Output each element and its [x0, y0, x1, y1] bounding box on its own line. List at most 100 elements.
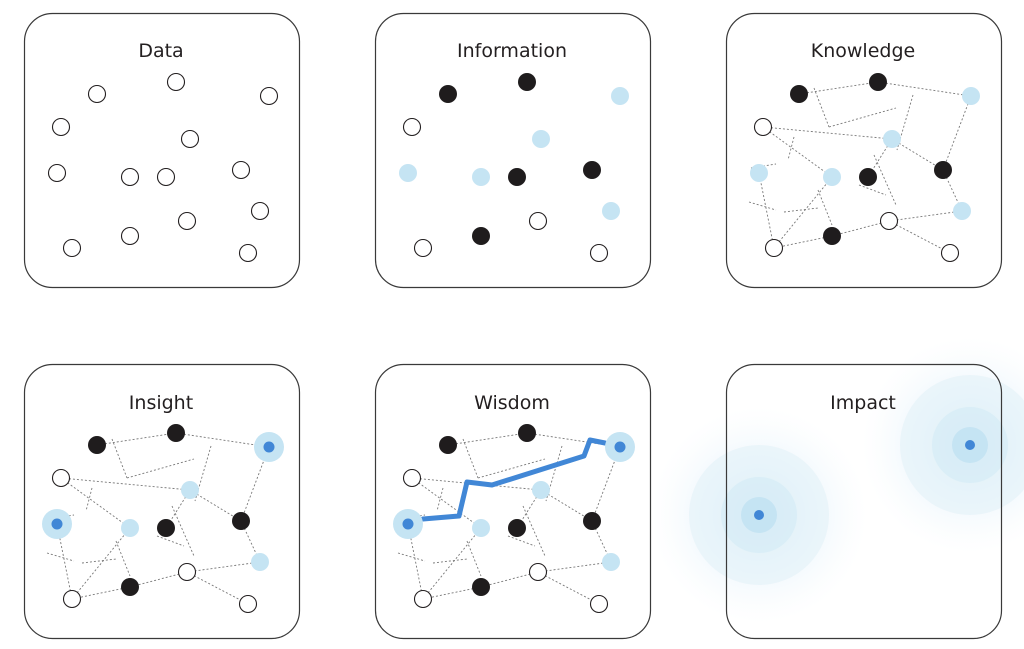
panel-impact [651, 337, 1024, 640]
connection-line [96, 432, 177, 446]
node-black [583, 512, 601, 530]
connection-line [817, 189, 833, 226]
impact-point [754, 510, 764, 520]
node-empty [51, 117, 71, 137]
connection-line [194, 445, 212, 502]
connection-line [783, 207, 819, 213]
node-black [439, 436, 457, 454]
node-highlight [51, 518, 63, 530]
node-empty [120, 226, 140, 246]
connection-line [422, 527, 482, 600]
node-empty [238, 243, 258, 263]
node-empty [250, 201, 270, 221]
node-black [157, 519, 175, 537]
panel-title-knowledge: Knowledge [811, 40, 915, 62]
node-black [823, 227, 841, 245]
connection-line [466, 540, 482, 577]
node-light-blue [962, 87, 980, 105]
node-black [518, 73, 536, 91]
node-empty [180, 129, 200, 149]
node-empty [402, 468, 422, 488]
connection-line [798, 81, 879, 95]
panel-frame [23, 12, 301, 289]
connection-line [813, 87, 830, 128]
connection-line [896, 94, 914, 151]
node-empty [940, 243, 960, 263]
panel-knowledge [725, 12, 1003, 289]
node-empty [238, 594, 258, 614]
panel-frame [725, 12, 1003, 289]
node-light-blue [472, 168, 490, 186]
connection-line [748, 201, 777, 211]
connection-line [432, 558, 468, 564]
panel-frame [23, 363, 301, 640]
panel-information [374, 12, 652, 289]
node-black [88, 436, 106, 454]
node-black [232, 512, 250, 530]
panel-frame [725, 363, 1003, 640]
node-empty [528, 211, 548, 231]
node-empty [51, 468, 71, 488]
connection-line [56, 523, 73, 600]
node-light-blue [181, 481, 199, 499]
node-empty [120, 167, 140, 187]
connection-line [858, 184, 887, 196]
node-empty [764, 238, 784, 258]
node-empty [589, 243, 609, 263]
node-empty [177, 211, 197, 231]
node-black [869, 73, 887, 91]
connection-line [888, 220, 951, 254]
node-light-blue [121, 519, 139, 537]
impact-point [965, 440, 975, 450]
connection-line [46, 552, 75, 562]
connection-line [828, 107, 897, 128]
node-black [583, 161, 601, 179]
node-empty [413, 589, 433, 609]
connection-line [81, 558, 117, 564]
connection-line [480, 571, 539, 588]
node-black [439, 85, 457, 103]
panel-insight [23, 363, 301, 640]
connection-line [888, 210, 963, 222]
panel-title-wisdom: Wisdom [474, 392, 550, 414]
connection-line [891, 138, 944, 171]
connection-line [545, 445, 563, 502]
node-black [167, 424, 185, 442]
node-light-blue [532, 481, 550, 499]
panel-frame [374, 12, 652, 289]
node-black [508, 168, 526, 186]
connection-line [186, 571, 249, 605]
node-empty [413, 238, 433, 258]
panel-title-information: Information [457, 40, 567, 62]
connection-line [762, 126, 833, 178]
node-light-blue [472, 519, 490, 537]
node-black [121, 578, 139, 596]
connection-line [111, 438, 128, 479]
node-empty [47, 163, 67, 183]
connection-line [758, 172, 775, 249]
connection-line [507, 535, 536, 547]
node-black [472, 227, 490, 245]
node-empty [879, 211, 899, 231]
connection-line [156, 535, 185, 547]
node-light-blue [823, 168, 841, 186]
node-empty [87, 84, 107, 104]
panel-title-impact: Impact [830, 392, 896, 414]
connection-line [873, 154, 897, 206]
connection-line [773, 235, 833, 249]
node-empty [231, 160, 251, 180]
node-empty [166, 72, 186, 92]
node-empty [589, 594, 609, 614]
connection-line [540, 489, 593, 522]
connection-line [189, 489, 242, 522]
connection-line [877, 81, 972, 97]
node-highlight [402, 518, 414, 530]
node-light-blue [532, 130, 550, 148]
node-empty [402, 117, 422, 137]
node-empty [259, 86, 279, 106]
wisdom-path [420, 437, 608, 522]
node-highlight [263, 441, 275, 453]
node-empty [62, 589, 82, 609]
panel-title-insight: Insight [129, 392, 193, 414]
